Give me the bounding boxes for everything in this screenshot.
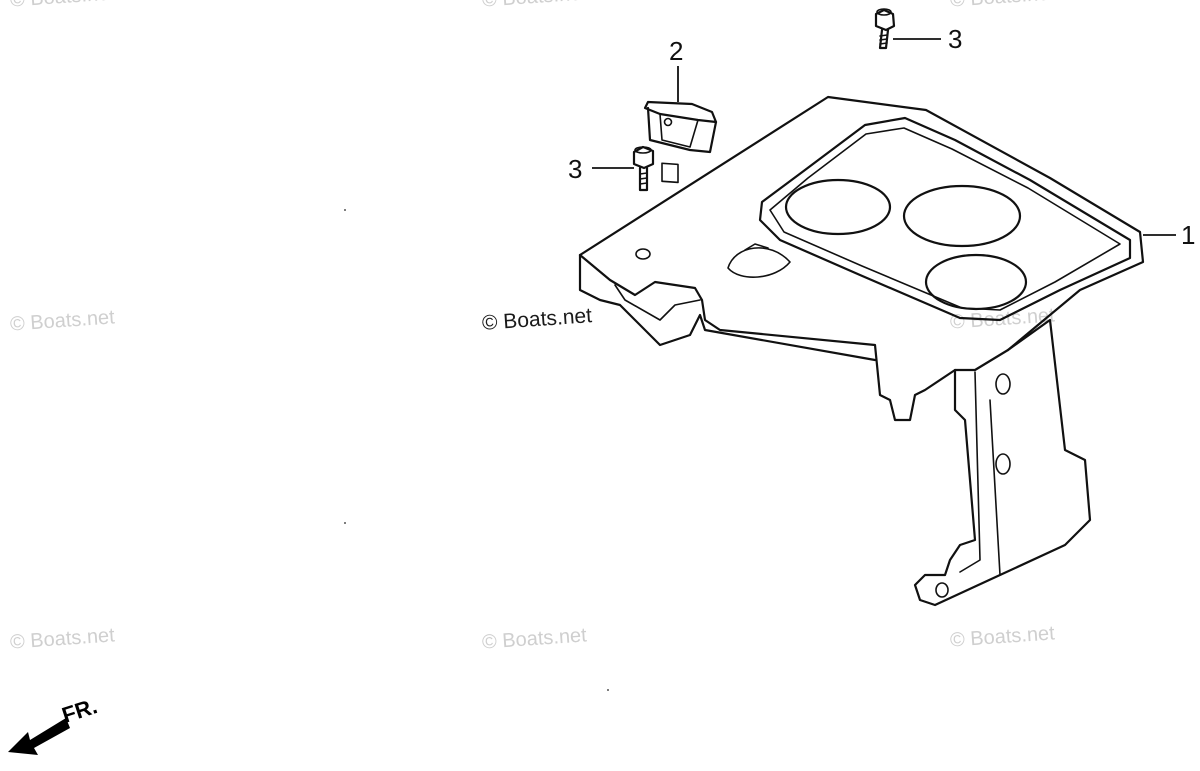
bracket-foot-hole: [935, 582, 949, 598]
bracket-dome: [727, 247, 791, 278]
bracket-leg-hole-2: [995, 453, 1011, 475]
part-3-bolt-left: [592, 145, 655, 192]
bracket-hole-3: [924, 253, 1028, 311]
clip-body: [646, 106, 718, 154]
bracket-small-hole: [635, 248, 651, 260]
part-3-bolt-top: [874, 8, 941, 50]
bracket-vertical-leg: [913, 318, 1092, 607]
front-direction-arrow-icon: [8, 718, 70, 755]
bracket-front-edge: [578, 253, 877, 362]
part-1-bracket: [578, 95, 1176, 607]
bracket-hole-2: [902, 184, 1022, 248]
bracket-top-plate: [578, 95, 1145, 422]
bracket-hole-1: [784, 178, 892, 236]
clip-top: [643, 100, 718, 124]
callout-part-3-left: 3: [568, 154, 583, 184]
part-2-clip: [643, 66, 718, 184]
bracket-raised-pad: [758, 116, 1132, 322]
bracket-leg-hole-1: [995, 373, 1011, 395]
callout-part-2: 2: [669, 36, 684, 66]
callout-part-1: 1: [1181, 220, 1196, 250]
callout-part-3-top: 3: [948, 24, 963, 54]
